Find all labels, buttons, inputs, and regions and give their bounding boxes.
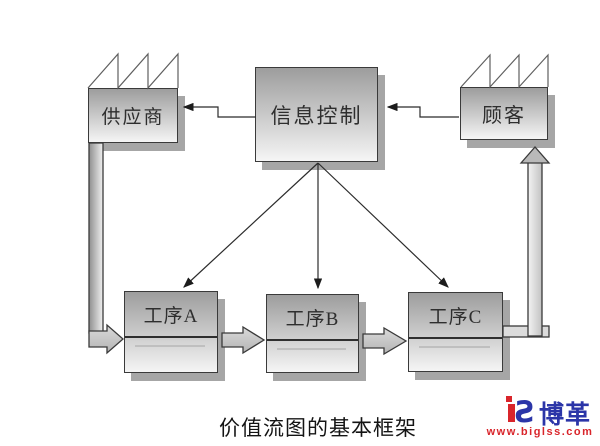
customer-node: 顾客: [460, 87, 548, 140]
supplier-material-bar: [88, 142, 104, 334]
info-to-process-c-arrow: [317, 162, 449, 288]
process-c-label: 工序C: [428, 306, 483, 328]
process-data-line: [419, 346, 490, 348]
customer-label: 顾客: [482, 105, 526, 127]
process-data-line: [135, 345, 205, 347]
process-c-to-customer-shaft: [527, 160, 543, 337]
process-b-node: 工序B: [266, 294, 359, 373]
brand-name: 博革: [539, 401, 592, 429]
supplier-node: 供应商: [88, 88, 178, 143]
process-c-node: 工序C: [408, 292, 503, 372]
customer-to-info-arrow: [386, 102, 459, 118]
process-divider-line: [267, 339, 358, 341]
diagram-caption: 价值流图的基本框架: [219, 416, 417, 440]
svg-text:Ƨ: Ƨ: [515, 395, 536, 426]
information-control-label: 信息控制: [270, 103, 363, 128]
process-divider-line: [125, 336, 217, 338]
customer-factory-roof-icon: [460, 53, 549, 89]
process-b-to-c-block-arrow: [362, 326, 408, 356]
supplier-factory-roof-icon: [87, 52, 179, 90]
process-a-label: 工序A: [143, 305, 199, 327]
process-a-to-b-block-arrow: [221, 325, 266, 355]
process-c-to-customer-arrowhead: [519, 146, 551, 164]
supplier-label: 供应商: [101, 107, 165, 128]
info-to-supplier-arrow: [182, 102, 256, 118]
process-a-node: 工序A: [124, 291, 218, 373]
supplier-to-process-a-block-arrow: [88, 323, 124, 355]
information-control-node: 信息控制: [255, 67, 378, 162]
process-data-line: [277, 348, 346, 350]
process-c-material-bar: [502, 325, 550, 338]
biglss-logo-icon: Ƨ: [506, 395, 536, 426]
process-divider-line: [409, 337, 502, 339]
process-b-label: 工序B: [285, 308, 340, 330]
brand-url: www.biglss.com: [486, 426, 594, 438]
info-to-process-a-arrow: [183, 162, 319, 288]
